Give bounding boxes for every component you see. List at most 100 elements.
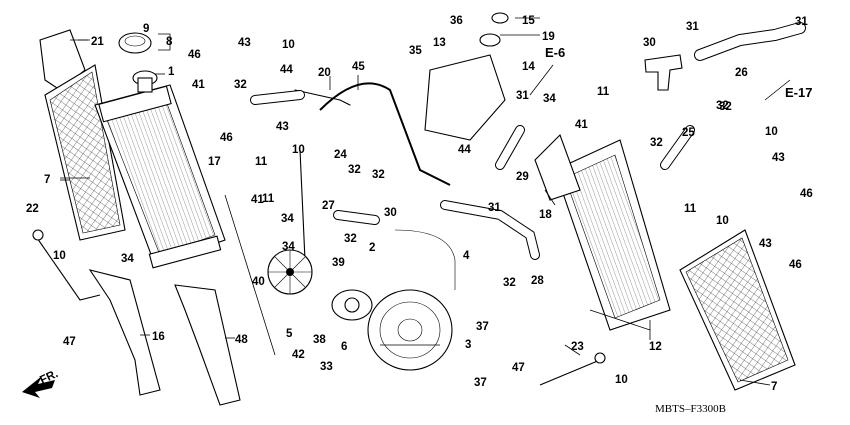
callout: 6 (341, 341, 347, 353)
callout: 4 (463, 250, 470, 262)
filler-neck (132, 70, 158, 93)
ref-e6: E-6 (545, 45, 565, 60)
callout: 32 (344, 233, 357, 245)
front-label: FR. (38, 368, 60, 387)
callout: 39 (332, 257, 345, 269)
callout: 5 (286, 328, 293, 340)
fan-shroud (367, 289, 453, 371)
radiator-left (94, 84, 226, 269)
radiator-grille-left (44, 64, 126, 241)
callout: 47 (512, 362, 525, 374)
callout: 13 (433, 37, 446, 49)
callout: 48 (235, 334, 248, 346)
callout: 32 (372, 169, 385, 181)
leader-lines (60, 17, 771, 386)
radiator-right (554, 139, 671, 331)
joint-30 (644, 54, 683, 91)
callout: 10 (53, 250, 66, 262)
callout: 32 (716, 100, 729, 112)
callout: 28 (531, 275, 544, 287)
callout: 10 (282, 39, 295, 51)
callout: 10 (765, 126, 778, 138)
callout-labels: 9 8 21 46 43 10 1 41 32 44 20 45 36 15 1… (26, 15, 813, 393)
callout: 2 (369, 242, 375, 254)
hose-27 (333, 210, 380, 225)
callout: 11 (684, 203, 697, 215)
callout: 10 (292, 144, 305, 156)
radiator-bracket-18 (534, 134, 581, 201)
callout: 41 (251, 194, 264, 206)
callout: 46 (188, 49, 201, 61)
callout: 33 (320, 361, 333, 373)
callout: 41 (192, 79, 205, 91)
callout: 42 (292, 349, 305, 361)
hose-26 (694, 22, 806, 61)
callout: 34 (282, 241, 295, 253)
callout: 32 (719, 101, 732, 113)
bracket-left-16 (88, 269, 161, 396)
callout: 14 (522, 61, 535, 73)
callout: 43 (772, 152, 785, 164)
callout: 10 (615, 374, 628, 386)
ref-arrow-e6 (529, 64, 554, 96)
callout: 31 (516, 90, 529, 102)
callout: 22 (26, 203, 39, 215)
callout: 35 (409, 45, 422, 57)
hose-28 (440, 200, 540, 260)
callout: 16 (152, 331, 165, 343)
ref-e17: E-17 (785, 85, 812, 100)
hose-20 (294, 89, 351, 106)
callout: 44 (280, 64, 293, 76)
callout: 10 (716, 215, 729, 227)
callout: 3 (465, 339, 471, 351)
hose-25 (660, 125, 695, 170)
fan-motor (331, 289, 373, 321)
callout: 36 (450, 15, 463, 27)
callout: 1 (168, 66, 175, 78)
callout: 34 (281, 213, 294, 225)
callout: 32 (348, 164, 361, 176)
callout: 8 (166, 36, 173, 48)
hose-29 (495, 125, 525, 170)
callout: 40 (252, 276, 265, 288)
callout: 34 (121, 253, 134, 265)
callout: 19 (542, 31, 555, 43)
callout: 34 (543, 93, 556, 105)
radiator-cap (118, 32, 152, 54)
callout: 32 (650, 137, 663, 149)
stay-rod-23 (539, 352, 606, 386)
callout: 18 (539, 209, 552, 221)
hose-20b (250, 90, 305, 105)
callout: 30 (643, 37, 656, 49)
callout: 32 (503, 277, 516, 289)
callout: 12 (649, 341, 662, 353)
callout: 11 (262, 193, 275, 205)
callout: 43 (276, 121, 289, 133)
ref-arrow-e17 (764, 79, 791, 101)
callout: 31 (488, 202, 501, 214)
callout: 24 (334, 149, 347, 161)
callout: 9 (143, 23, 149, 35)
callout: 37 (476, 321, 489, 333)
callout: 46 (220, 132, 233, 144)
fan-wire-harness (394, 229, 456, 290)
callout: 43 (759, 238, 772, 250)
callout: 45 (352, 61, 365, 73)
hose-24 (299, 149, 306, 261)
callout: 31 (795, 16, 808, 28)
callout: 41 (575, 119, 588, 131)
callout: 47 (63, 336, 76, 348)
callout: 7 (771, 381, 777, 393)
callout: 46 (800, 188, 813, 200)
reserve-tank (424, 12, 509, 141)
callout: 44 (458, 144, 471, 156)
callout: 30 (384, 207, 397, 219)
hose-45 (319, 82, 451, 186)
callout: 26 (735, 67, 748, 79)
callout: 32 (234, 79, 247, 91)
callout: 25 (682, 127, 695, 139)
callout: 20 (318, 67, 331, 79)
callout: 21 (91, 36, 104, 48)
radiator-grille-right (679, 229, 796, 391)
